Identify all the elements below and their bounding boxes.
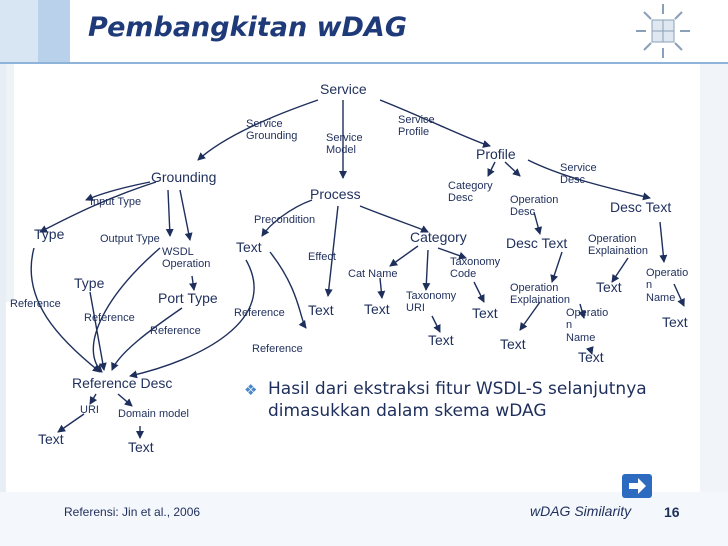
edge-refdesc-uri [89, 393, 98, 405]
node-taxonomy-code: Taxonomy Code [450, 256, 501, 281]
edge-grounding-outputtype [165, 189, 174, 237]
node-service-profile: Service Profile [398, 114, 435, 139]
edge-category-taxcode [437, 247, 467, 260]
next-arrow-icon[interactable] [622, 474, 652, 498]
node-text-precondition: Text [236, 239, 262, 255]
right-tile [700, 62, 728, 492]
edge-uri-text [57, 413, 85, 433]
edge-desctext-opexp [550, 251, 563, 283]
node-process: Process [310, 186, 361, 202]
edge-name-b-text [673, 283, 685, 307]
edge-grounding-type [39, 181, 157, 233]
node-text-opexp-a: Text [596, 279, 622, 295]
node-reference-left: Reference [10, 298, 61, 310]
node-text-taxuri: Text [428, 332, 454, 348]
bullet-text: Hasil dari ekstraksi fitur WSDL-S selanj… [268, 379, 647, 421]
node-port-type: Port Type [158, 290, 218, 306]
node-desc-text-a: Desc Text [506, 235, 568, 251]
node-category: Category [410, 229, 467, 245]
edge-outputtype-refdesc [92, 247, 161, 373]
node-operation-desc: Operation Desc [510, 194, 559, 219]
node-service: Service [320, 81, 367, 97]
edge-type-a-refdesc [30, 247, 101, 373]
edge-category-catname-text [377, 277, 386, 299]
left-tile-4 [0, 62, 6, 546]
header-rule [0, 62, 728, 64]
edge-name-text [585, 346, 594, 355]
node-operation-explaination-b: Operation Explaination [510, 282, 570, 307]
node-desc-text-b: Desc Text [610, 199, 672, 215]
node-operation-name-a: Operatio n Name [646, 267, 689, 304]
footer-reference: Referensi: Jin et al., 2006 [64, 505, 201, 519]
node-text-uri: Text [38, 431, 64, 447]
node-wsdl-operation: WSDL Operation [162, 246, 211, 271]
edge-opexp-name [578, 303, 586, 319]
edge-text-refdesc [129, 259, 255, 379]
edge-taxuri-text [431, 315, 441, 333]
node-text-effect: Text [308, 302, 334, 318]
bottom-tile [0, 492, 728, 546]
node-reference-c: Reference [150, 325, 201, 337]
edge-wsdlop-porttype [189, 275, 197, 291]
node-text-opname-b: Text [578, 349, 604, 365]
edge-grounding-wsdlop [179, 189, 193, 241]
edge-opexp-text [519, 301, 541, 331]
edge-desctext-b-opexp [659, 221, 668, 263]
edge-service-profile [379, 99, 491, 148]
node-text-domain: Text [128, 439, 154, 455]
node-profile: Profile [476, 146, 516, 162]
node-effect: Effect [308, 251, 336, 263]
node-service-desc: Service Desc [560, 162, 597, 187]
node-type-a: Type [34, 226, 65, 242]
edge-refdesc-domain [117, 393, 133, 407]
node-text-taxcode: Text [472, 305, 498, 321]
node-taxonomy-uri: Taxonomy URI [406, 290, 457, 315]
node-uri: URI [80, 404, 99, 416]
edge-profile-servicedesc [527, 159, 651, 201]
page-number: 16 [664, 504, 680, 520]
edge-profile-operation [504, 161, 521, 177]
node-cat-name: Cat Name [348, 268, 398, 280]
edge-porttype-refdesc [111, 307, 183, 371]
node-reference-b: Reference [84, 312, 135, 324]
node-text-opexp-b: Text [500, 336, 526, 352]
edge-category-taxuri [422, 249, 431, 291]
node-operation-name-b: Operatio n Name [566, 307, 609, 344]
node-service-grounding: Service Grounding [246, 118, 298, 143]
edge-opexp-b-text [611, 257, 629, 283]
node-text-opname-a: Text [662, 314, 688, 330]
node-reference-d: Reference [234, 307, 285, 319]
node-domain-model: Domain model [118, 408, 189, 420]
edge-profile-categorydesc [487, 161, 496, 177]
node-grounding: Grounding [151, 169, 217, 185]
edge-process-precondition [261, 199, 313, 237]
node-reference-desc: Reference Desc [72, 375, 173, 391]
edge-service-grounding [197, 99, 319, 161]
edge-taxcode-text [473, 281, 485, 303]
footer-section-name: wDAG Similarity [530, 503, 632, 519]
node-reference-e: Reference [252, 343, 303, 355]
sun-logo-icon [636, 4, 690, 58]
edge-operation-desctext [533, 211, 543, 235]
edge-grounding-inputtype [85, 181, 151, 201]
edge-process-category [359, 205, 429, 233]
node-service-model: Service Model [326, 132, 363, 157]
node-text-catname: Text [364, 301, 390, 317]
node-input-type: Input Type [90, 196, 142, 208]
edge-category-catname [389, 245, 419, 267]
edge-process-effect [324, 205, 339, 297]
node-output-type: Output Type [100, 233, 160, 245]
node-type-b: Type [74, 275, 105, 291]
page-title: Pembangkitan wDAG [88, 12, 407, 43]
header-tile-2 [38, 0, 70, 62]
header-tile-1 [0, 0, 38, 62]
edge-precond-text [269, 251, 307, 329]
node-category-desc: Category Desc [448, 180, 493, 205]
diamond-bullet-icon: ❖ [244, 381, 258, 399]
node-operation-explaination-a: Operation Explaination [588, 233, 648, 258]
node-precondition: Precondition [254, 214, 316, 226]
